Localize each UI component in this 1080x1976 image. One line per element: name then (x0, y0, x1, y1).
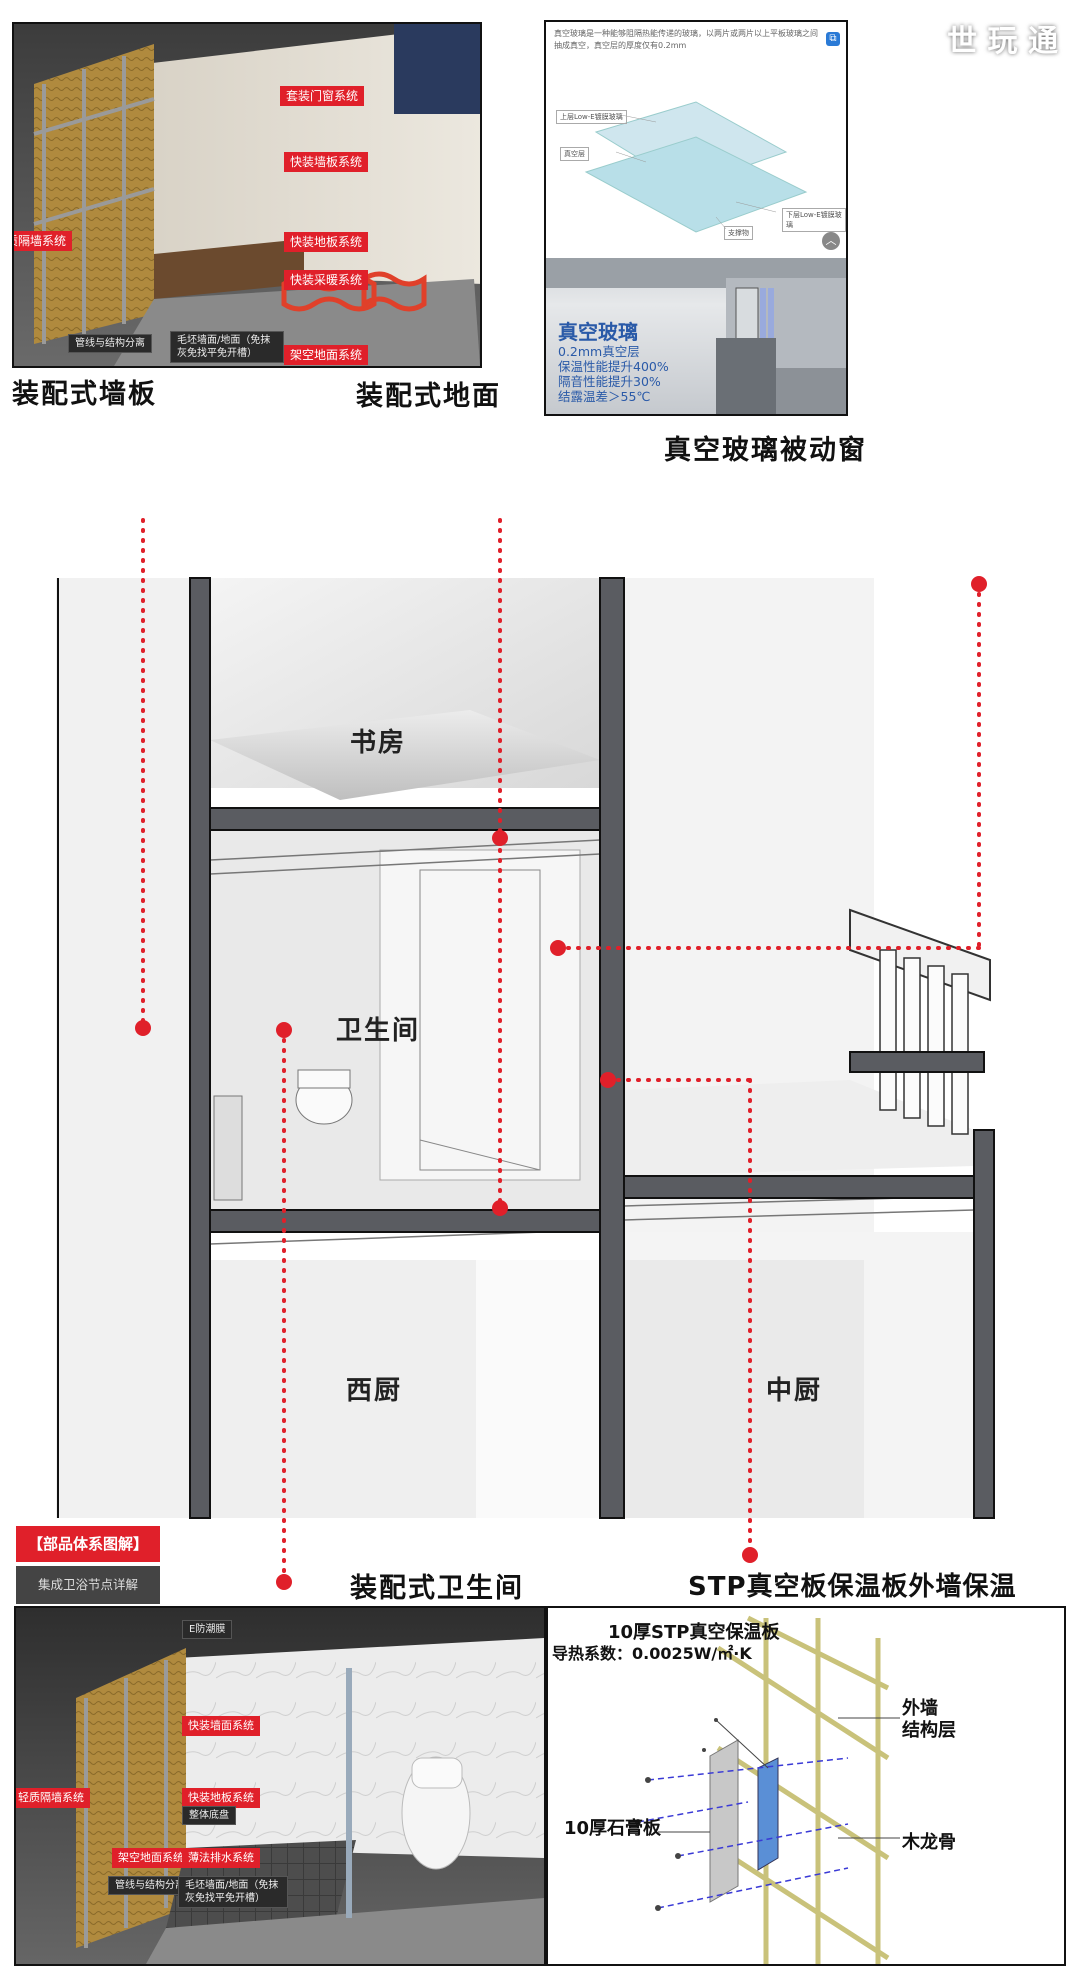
stp-gypsum-label: 10厚石膏板 (564, 1818, 662, 1839)
bath-tag-moisture-film: E防潮膜 (182, 1620, 233, 1639)
glass-title: 真空玻璃 (558, 320, 638, 344)
window-frame-image (546, 258, 846, 414)
glass-layer-support: 支撑物 (724, 226, 753, 240)
bath-tag-raised-floor: 架空地面系统 (112, 1848, 190, 1868)
tag-raised-floor-system: 架空地面系统 (284, 345, 369, 365)
glass-layer-vacuum: 真空层 (560, 147, 589, 161)
glass-layers-illustration (584, 101, 808, 233)
glass-paragraph: 真空玻璃是一种能够阻隔热能传递的玻璃，以两片或两片以上平板玻璃之间抽成真空，真空… (554, 29, 818, 50)
glass-spec-2: 保温性能提升400% (558, 359, 669, 374)
left-exterior (56, 578, 190, 1518)
bath-tag-rough-surface: 毛坯墙面/地面（免抹灰免找平免开槽） (178, 1876, 288, 1908)
tag-heating-system: 快装采暖系统 (284, 270, 369, 290)
stp-title-line1: 10厚STP真空保温板 (608, 1622, 780, 1643)
stp-illustration (635, 1615, 900, 1964)
room-label-chinese-kitchen: 中厨 (766, 1376, 823, 1406)
bath-tag-drainage: 薄法排水系统 (182, 1848, 260, 1868)
tag-partition-system: 质隔墙系统 (14, 231, 73, 251)
bath-tag-wall-system: 快装墙面系统 (182, 1716, 260, 1736)
glass-layer-bottom: 下层Low-E镀膜玻璃 (782, 208, 846, 232)
share-icon[interactable]: ⧉ (826, 32, 840, 46)
tag-rough-surface: 毛坯墙面/地面（免抹灰免找平免开槽） (170, 331, 284, 363)
stp-wall-label: 外墙 结构层 (902, 1698, 956, 1741)
tag-wall-system: 快装墙板系统 (284, 152, 369, 172)
watermark-logo: 世 玩 通 (947, 24, 1058, 59)
stp-title-line2: 导热系数：0.0025W/㎡·K (552, 1644, 752, 1663)
tag-door-window-system: 套装门窗系统 (280, 86, 365, 106)
wall-panel-illustration (14, 24, 480, 366)
system-label-subtitle: 集成卫浴节点详解 (16, 1566, 160, 1604)
bathroom-photo: 快装墙面系统 轻质隔墙系统 快装地板系统 架空地面系统 薄法排水系统 E防潮膜 … (14, 1606, 546, 1966)
heading-stp: STP真空板保温板外墙保温 (688, 1572, 1017, 1602)
wall-panel-photo: 套装门窗系统 快装墙板系统 质隔墙系统 快装地板系统 快装采暖系统 架空地面系统… (12, 22, 482, 368)
bathroom-illustration (16, 1608, 544, 1964)
tag-floor-system: 快装地板系统 (284, 232, 369, 252)
room-label-study: 书房 (350, 728, 407, 758)
bath-tag-base-tray: 整体底盘 (182, 1806, 236, 1825)
bath-tag-floor-system: 快装地板系统 (182, 1788, 260, 1808)
glass-spec-4: 结露温差＞55℃ (558, 389, 651, 404)
system-label-title: 【部品体系图解】 (16, 1526, 160, 1562)
heading-window: 真空玻璃被动窗 (664, 435, 867, 466)
room-label-bathroom: 卫生间 (336, 1016, 421, 1046)
stp-keel-label: 木龙骨 (902, 1832, 956, 1853)
heading-wall-panel: 装配式墙板 (12, 379, 157, 410)
bath-tag-partition-system: 轻质隔墙系统 (16, 1788, 90, 1808)
glass-spec-list: 0.2mm真空层 保温性能提升400% 隔音性能提升30% 结露温差＞55℃ (558, 344, 669, 404)
heading-floor: 装配式地面 (356, 381, 501, 412)
window-frame-profile (546, 258, 846, 414)
glass-spec-3: 隔音性能提升30% (558, 374, 661, 389)
vacuum-glass-panel: 真空玻璃是一种能够阻隔热能传递的玻璃，以两片或两片以上平板玻璃之间抽成真空，真空… (544, 20, 848, 416)
stp-diagram: 10厚STP真空保温板 导热系数：0.0025W/㎡·K 10厚石膏板 外墙 结… (546, 1606, 1066, 1966)
scroll-up-icon[interactable]: ︿ (822, 232, 840, 250)
glass-layer-top: 上层Low-E镀膜玻璃 (556, 110, 627, 124)
glass-spec-1: 0.2mm真空层 (558, 344, 640, 359)
tag-pipe-separation: 管线与结构分离 (68, 334, 152, 353)
heading-bathroom: 装配式卫生间 (350, 1573, 524, 1604)
room-label-west-kitchen: 西厨 (346, 1376, 403, 1406)
